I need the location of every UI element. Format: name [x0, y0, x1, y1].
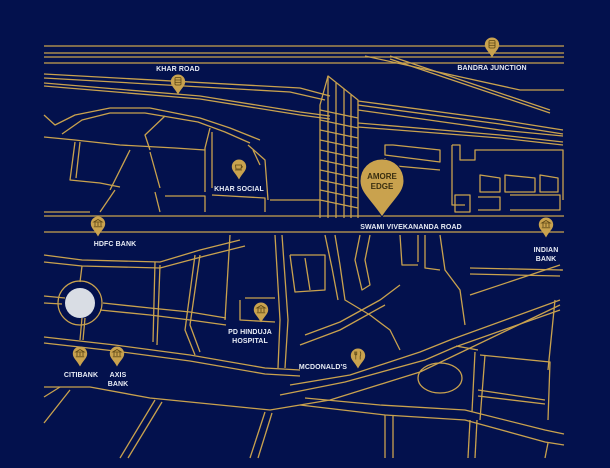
bandra-junction-pin[interactable]: [484, 37, 500, 58]
khar-road-station-pin[interactable]: [170, 74, 186, 95]
pd-hinduja-label-line1: PD HINDUJA: [228, 329, 272, 336]
indian-bank-pin[interactable]: [538, 217, 554, 238]
pd-hinduja-hospital-label: PD HINDUJA HOSPITAL: [228, 328, 272, 346]
hdfc-bank-label: HDFC BANK: [93, 241, 137, 248]
pd-hinduja-hospital-pin[interactable]: [253, 302, 269, 323]
axis-bank-label-line2: BANK: [107, 381, 129, 388]
axis-bank-label: AXIS BANK: [108, 371, 129, 389]
indian-bank-label: INDIAN BANK: [534, 246, 559, 264]
bank-icon: [90, 216, 106, 237]
axis-bank-label-line1: AXIS: [109, 372, 127, 379]
project-name-line2: EDGE: [370, 182, 394, 191]
bandra-junction-label: BANDRA JUNCTION: [457, 65, 527, 72]
khar-road-label: KHAR ROAD: [156, 66, 200, 73]
train-icon: [170, 74, 186, 95]
khar-social-label: KHAR SOCIAL: [214, 186, 264, 193]
bank-icon: [72, 346, 88, 367]
hdfc-bank-pin[interactable]: [90, 216, 106, 237]
bank-icon: [109, 346, 125, 367]
bank-icon: [538, 217, 554, 238]
road-network: [43, 45, 565, 459]
amore-edge-pin[interactable]: [359, 158, 405, 218]
map-marker-icon: [359, 158, 405, 218]
indian-bank-label-line1: INDIAN: [533, 247, 559, 254]
roundabout: [65, 288, 95, 318]
axis-bank-pin[interactable]: [109, 346, 125, 367]
swami-vivekananda-road-label: SWAMI VIVEKANANDA ROAD: [360, 224, 462, 231]
mcdonalds-pin[interactable]: [350, 348, 366, 369]
citibank-pin[interactable]: [72, 346, 88, 367]
coffee-cup-icon: [231, 159, 247, 180]
fork-knife-icon: [350, 348, 366, 369]
citibank-label: CITIBANK: [63, 372, 99, 379]
bank-icon: [253, 302, 269, 323]
amore-edge-label: AMORE EDGE: [359, 172, 405, 192]
khar-social-pin[interactable]: [231, 159, 247, 180]
train-icon: [484, 37, 500, 58]
indian-bank-label-line2: BANK: [535, 256, 557, 263]
project-name-line1: AMORE: [367, 172, 397, 181]
pd-hinduja-label-line2: HOSPITAL: [232, 338, 268, 345]
mcdonalds-label: MCDONALD'S: [298, 364, 348, 371]
